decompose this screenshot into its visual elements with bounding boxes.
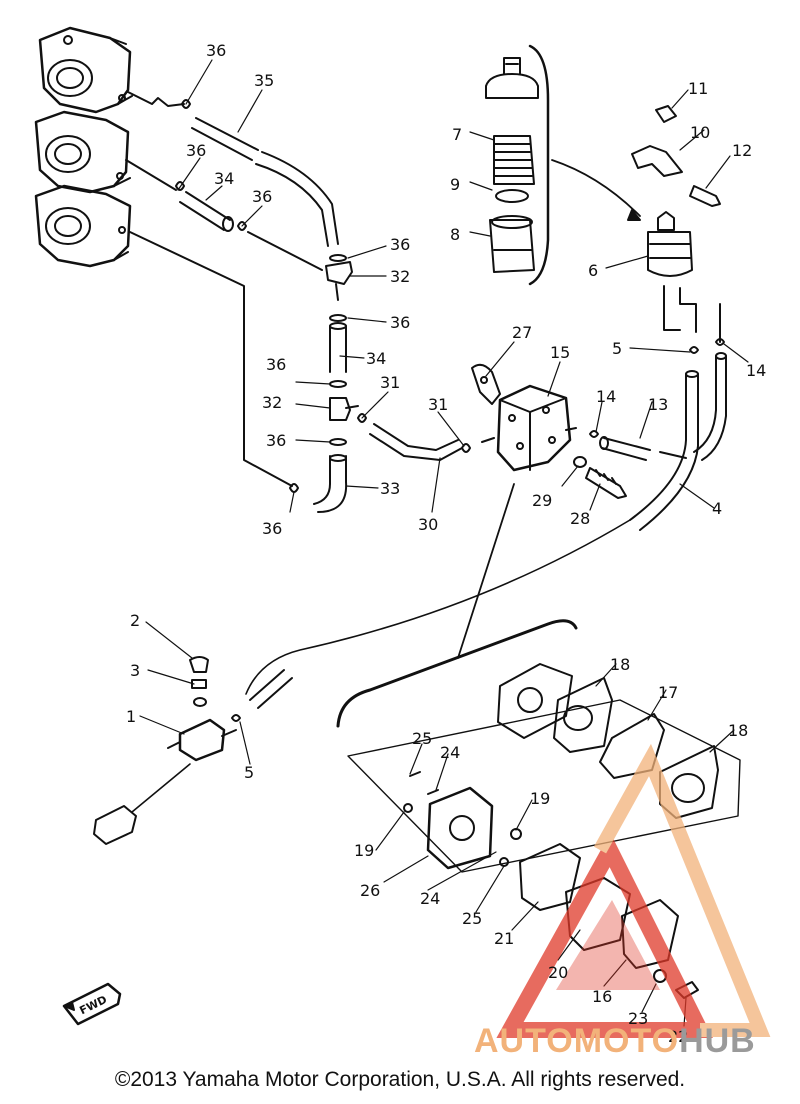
callout-32: 32 bbox=[390, 267, 410, 286]
clamps-36 bbox=[175, 99, 471, 493]
callout-24: 24 bbox=[420, 889, 440, 908]
callout-36: 36 bbox=[186, 141, 206, 160]
watermark-text-part1: AUTOMOTO bbox=[474, 1022, 680, 1060]
callout-36: 36 bbox=[390, 235, 410, 254]
callout-16: 16 bbox=[592, 987, 612, 1006]
callout-17: 17 bbox=[658, 683, 678, 702]
callout-14: 14 bbox=[746, 361, 766, 380]
callout-19: 19 bbox=[530, 789, 550, 808]
fuel-pump-15 bbox=[471, 363, 577, 472]
callout-35: 35 bbox=[254, 71, 274, 90]
callout-12: 12 bbox=[732, 141, 752, 160]
callout-leaders bbox=[139, 59, 749, 1027]
callout-28: 28 bbox=[570, 509, 590, 528]
watermark-text-part2: HUB bbox=[679, 1022, 756, 1060]
callout-31: 31 bbox=[428, 395, 448, 414]
callout-18: 18 bbox=[728, 721, 748, 740]
fuel-filter-6 bbox=[631, 105, 721, 333]
callout-13: 13 bbox=[648, 395, 668, 414]
callout-32: 32 bbox=[262, 393, 282, 412]
callout-18: 18 bbox=[610, 655, 630, 674]
callout-36: 36 bbox=[266, 355, 286, 374]
callout-31: 31 bbox=[380, 373, 400, 392]
callout-4: 4 bbox=[712, 499, 722, 518]
callout-5: 5 bbox=[612, 339, 622, 358]
callout-15: 15 bbox=[550, 343, 570, 362]
fwd-arrow bbox=[62, 982, 122, 1026]
fuel-connector-1 bbox=[93, 656, 241, 845]
callout-labels: 36 35 36 34 36 36 32 36 34 36 32 31 36 3… bbox=[126, 41, 766, 1046]
callout-25: 25 bbox=[412, 729, 432, 748]
hose-34-short bbox=[125, 159, 323, 271]
callout-8: 8 bbox=[450, 225, 460, 244]
callout-30: 30 bbox=[418, 515, 438, 534]
callout-33: 33 bbox=[380, 479, 400, 498]
copyright-notice: ©2013 Yamaha Motor Corporation, U.S.A. A… bbox=[114, 1068, 686, 1091]
explode-leader bbox=[336, 483, 578, 728]
watermark-logo bbox=[496, 743, 771, 1038]
callout-23: 23 bbox=[628, 1009, 648, 1028]
callout-20: 20 bbox=[548, 963, 568, 982]
callout-3: 3 bbox=[130, 661, 140, 680]
hose-13 bbox=[599, 436, 687, 461]
callout-19: 19 bbox=[354, 841, 374, 860]
hose-stack-vertical bbox=[129, 231, 359, 513]
callout-36: 36 bbox=[262, 519, 282, 538]
hose-4 bbox=[589, 303, 727, 531]
callout-11: 11 bbox=[688, 79, 708, 98]
callout-6: 6 bbox=[588, 261, 598, 280]
callout-36: 36 bbox=[252, 187, 272, 206]
fuel-line-main bbox=[245, 519, 631, 709]
bolt-28 bbox=[573, 456, 627, 499]
callout-36: 36 bbox=[390, 313, 410, 332]
callout-10: 10 bbox=[690, 123, 710, 142]
callout-26: 26 bbox=[360, 881, 380, 900]
callout-29: 29 bbox=[532, 491, 552, 510]
callout-27: 27 bbox=[512, 323, 532, 342]
callout-25: 25 bbox=[462, 909, 482, 928]
watermark-brand: AUTOMOTOHUB bbox=[474, 1022, 756, 1061]
callout-14: 14 bbox=[596, 387, 616, 406]
callout-2: 2 bbox=[130, 611, 140, 630]
callout-34: 34 bbox=[214, 169, 234, 188]
callout-36: 36 bbox=[266, 431, 286, 450]
fuel-filter-components bbox=[485, 44, 641, 286]
callout-24: 24 bbox=[440, 743, 460, 762]
callout-22: 22 bbox=[668, 1027, 688, 1046]
callout-21: 21 bbox=[494, 929, 514, 948]
carburetor-assembly bbox=[34, 26, 133, 268]
callout-34: 34 bbox=[366, 349, 386, 368]
callout-9: 9 bbox=[450, 175, 460, 194]
callout-7: 7 bbox=[452, 125, 462, 144]
callout-1: 1 bbox=[126, 707, 136, 726]
callout-36: 36 bbox=[206, 41, 226, 60]
hose-35 bbox=[127, 91, 339, 247]
callout-5: 5 bbox=[244, 763, 254, 782]
hose-30 bbox=[369, 423, 463, 461]
